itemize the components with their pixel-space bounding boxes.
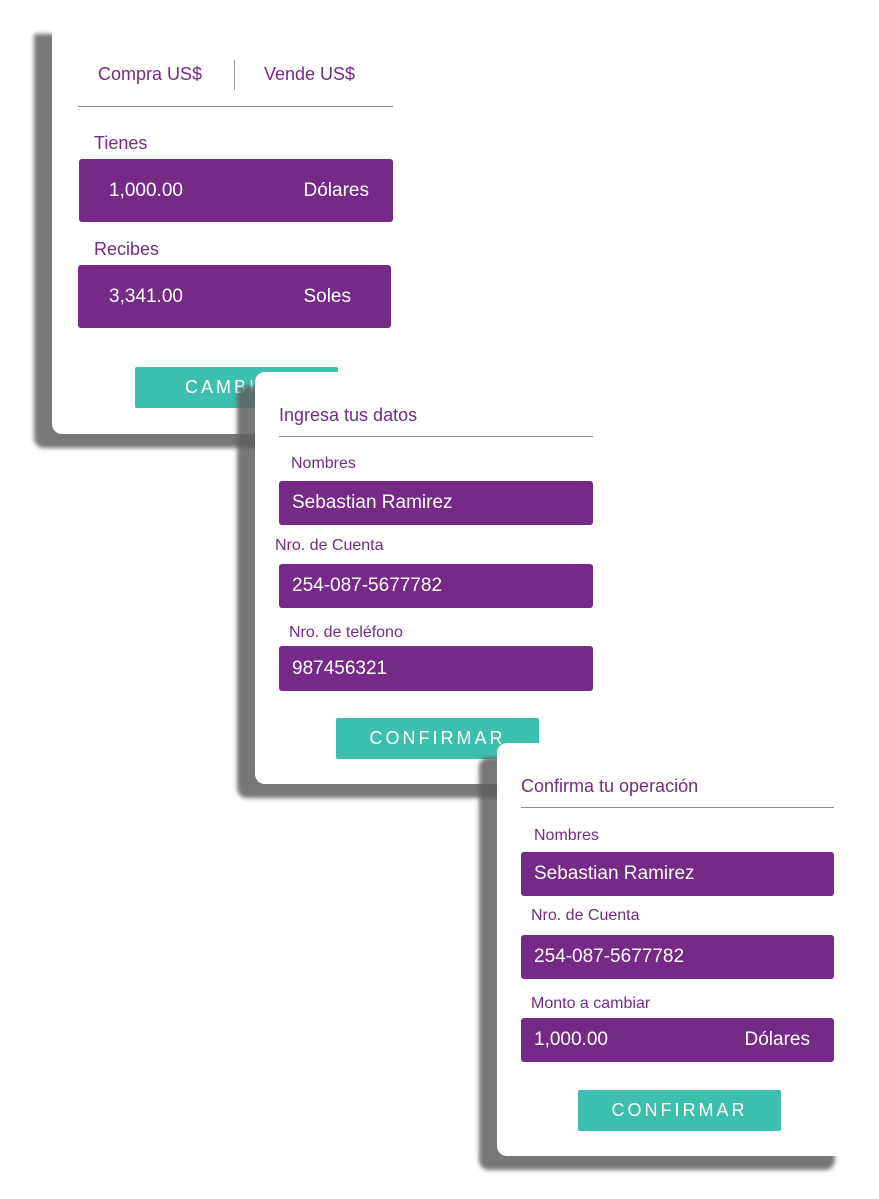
- name-field[interactable]: Sebastian Ramirez: [279, 481, 593, 525]
- name-value: Sebastian Ramirez: [292, 492, 453, 513]
- enter-data-title: Ingresa tus datos: [279, 405, 593, 437]
- exchange-card: Compra US$ Vende US$ Tienes 1,000.00 Dól…: [52, 20, 412, 434]
- receive-label: Recibes: [94, 239, 160, 259]
- account-label: Nro. de Cuenta: [275, 537, 384, 554]
- receive-amount-field[interactable]: 3,341.00 Soles: [78, 265, 391, 328]
- confirm-amount-label: Monto a cambiar: [531, 995, 651, 1012]
- confirm-operation-title: Confirma tu operación: [521, 776, 834, 808]
- confirm-amount-field: 1,000.00 Dólares: [521, 1018, 834, 1062]
- confirm-name-value: Sebastian Ramirez: [534, 863, 695, 884]
- confirm-account-value: 254-087-5677782: [534, 946, 685, 967]
- confirm-operation-card: Confirma tu operación Nombres Sebastian …: [497, 743, 853, 1156]
- tab-buy-usd[interactable]: Compra US$: [98, 64, 203, 84]
- confirm-name-field: Sebastian Ramirez: [521, 852, 834, 896]
- tab-divider: [234, 60, 235, 90]
- receive-amount-value: 3,341.00: [109, 285, 183, 307]
- have-amount-value: 1,000.00: [109, 179, 183, 201]
- receive-currency[interactable]: Soles: [303, 285, 351, 307]
- final-confirm-button[interactable]: CONFIRMAR: [578, 1090, 781, 1131]
- tab-sell-usd[interactable]: Vende US$: [264, 64, 356, 84]
- confirm-amount-currency: Dólares: [744, 1029, 810, 1050]
- have-label: Tienes: [94, 133, 148, 153]
- account-value: 254-087-5677782: [292, 575, 443, 596]
- name-label: Nombres: [291, 455, 356, 472]
- phone-label: Nro. de teléfono: [289, 624, 403, 641]
- have-currency[interactable]: Dólares: [303, 179, 369, 201]
- confirm-account-field: 254-087-5677782: [521, 935, 834, 979]
- phone-field[interactable]: 987456321: [279, 646, 593, 691]
- confirm-account-label: Nro. de Cuenta: [531, 907, 640, 924]
- enter-data-card: Ingresa tus datos Nombres Sebastian Rami…: [255, 372, 613, 784]
- confirm-amount-value: 1,000.00: [534, 1029, 608, 1050]
- confirm-name-label: Nombres: [534, 827, 599, 844]
- account-field[interactable]: 254-087-5677782: [279, 564, 593, 608]
- have-amount-field[interactable]: 1,000.00 Dólares: [79, 159, 393, 222]
- phone-value: 987456321: [292, 657, 388, 679]
- operation-tabs: Compra US$ Vende US$: [78, 58, 393, 107]
